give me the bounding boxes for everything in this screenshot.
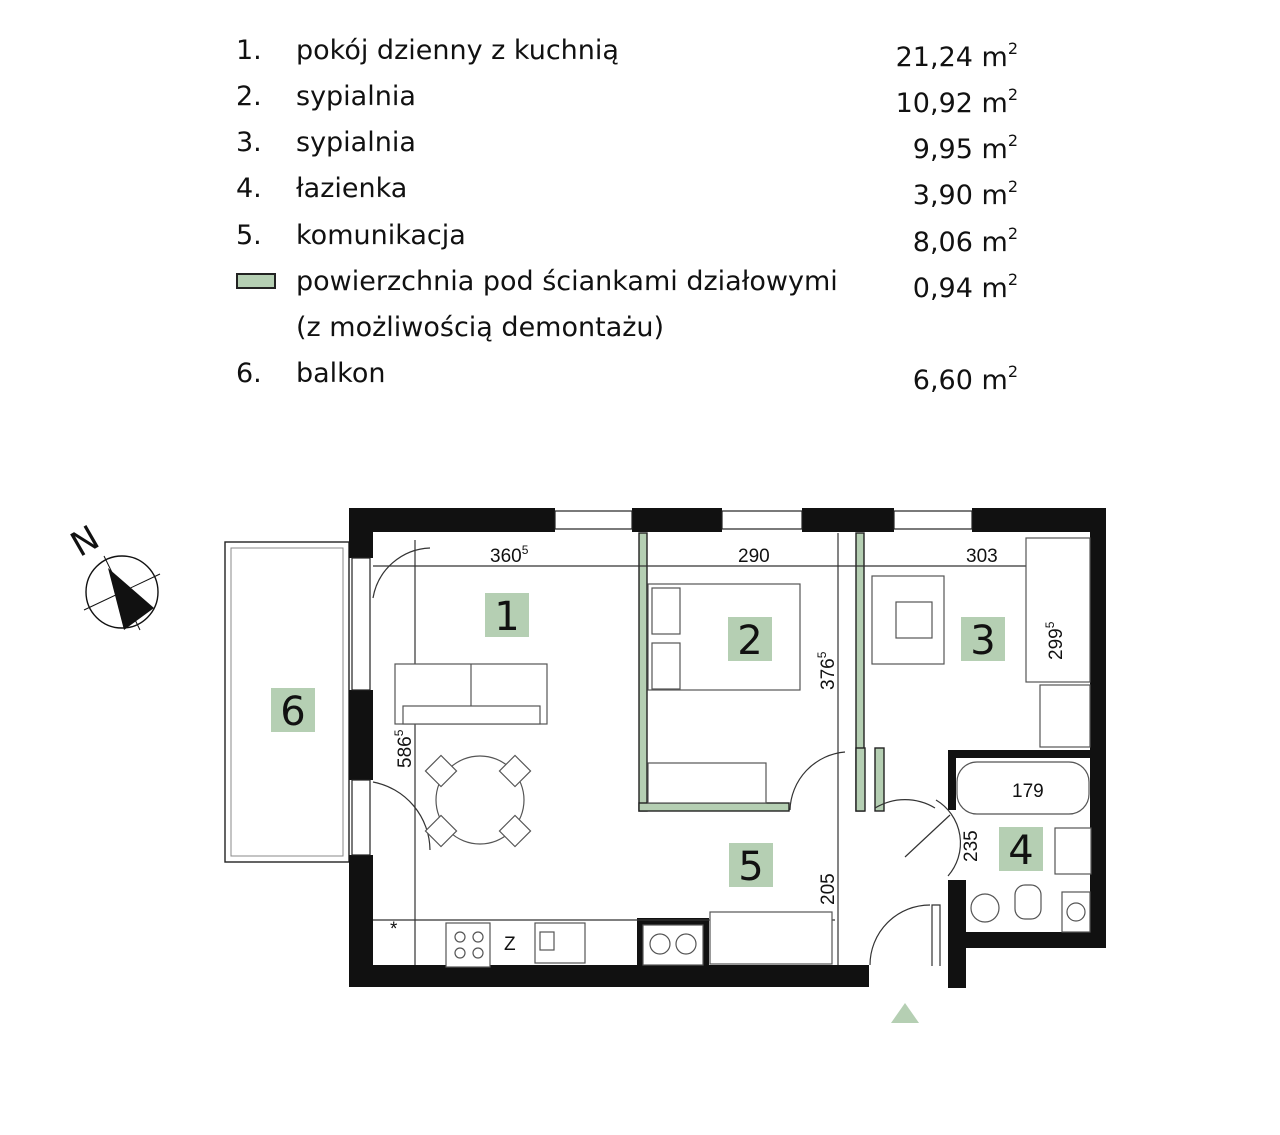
partition-walls	[638, 532, 885, 812]
legend-row-partition: powierzchnia pod ściankami działowymi 0,…	[0, 259, 1280, 305]
room-legend: 1. pokój dzienny z kuchnią 21,24 m2 2. s…	[0, 0, 1280, 410]
legend-row-4: 4. łazienka 3,90 m2	[0, 166, 1280, 212]
dim-235: 235	[961, 830, 982, 862]
legend-area: 10,92 m2	[895, 85, 1018, 119]
legend-name: komunikacja	[296, 220, 466, 251]
room-label-6: 6	[280, 689, 305, 735]
legend-number: 2.	[236, 81, 262, 112]
room-label-2: 2	[737, 618, 762, 664]
partition-swatch	[236, 273, 276, 289]
legend-number: 6.	[236, 358, 262, 389]
legend-name: sypialnia	[296, 127, 416, 158]
dim-179: 179	[1012, 781, 1044, 802]
dim-376: 3765	[815, 651, 839, 690]
room-label-3-bg	[961, 617, 1005, 661]
room-label-1-bg	[485, 593, 529, 637]
legend-area: 6,60 m2	[912, 362, 1018, 396]
legend-name: balkon	[296, 358, 386, 389]
room-label-5: 5	[738, 844, 763, 890]
dim-299: 2995	[1043, 621, 1067, 660]
furniture	[394, 537, 1092, 968]
legend-name: pokój dzienny z kuchnią	[296, 35, 619, 66]
dim-360: 3605	[490, 543, 529, 567]
legend-number: 1.	[236, 35, 262, 66]
room-label-4: 4	[1008, 828, 1033, 874]
legend-name: sypialnia	[296, 81, 416, 112]
legend-name: powierzchnia pod ściankami działowymi	[296, 266, 838, 297]
legend-area: 3,90 m2	[912, 177, 1018, 211]
legend-area: 0,94 m2	[912, 270, 1018, 304]
room-label-3: 3	[970, 618, 995, 664]
legend-area: 21,24 m2	[895, 39, 1018, 73]
legend-area: 8,06 m2	[912, 224, 1018, 258]
dim-586: 5865	[392, 729, 416, 768]
legend-row-1: 1. pokój dzienny z kuchnią 21,24 m2	[0, 28, 1280, 74]
dim-303: 303	[966, 546, 998, 567]
fridge-mark: Z	[504, 934, 516, 955]
legend-row-2: 2. sypialnia 10,92 m2	[0, 74, 1280, 120]
room-label-2-bg	[728, 617, 772, 661]
legend-note: (z możliwością demontażu)	[296, 312, 665, 343]
legend-row-3: 3. sypialnia 9,95 m2	[0, 120, 1280, 166]
room-label-5-bg	[729, 843, 773, 887]
dim-205: 205	[818, 873, 839, 905]
legend-area: 9,95 m2	[912, 131, 1018, 165]
legend-row-5: 5. komunikacja 8,06 m2	[0, 213, 1280, 259]
windows	[351, 510, 973, 856]
compass-letter: N	[64, 518, 106, 565]
legend-row-partition-note: (z możliwością demontażu)	[0, 305, 1280, 351]
room-label-4-bg	[999, 827, 1043, 871]
legend-row-6: 6. balkon 6,60 m2	[0, 351, 1280, 397]
star-mark: *	[390, 919, 398, 940]
compass-icon: N	[64, 518, 161, 631]
room-label-1: 1	[494, 594, 519, 640]
exterior-walls	[349, 508, 1106, 988]
legend-number: 5.	[236, 220, 262, 251]
legend-number: 4.	[236, 173, 262, 204]
legend-name: łazienka	[296, 173, 408, 204]
entrance-arrow-icon	[891, 1003, 919, 1023]
dimensions: 3605 290 303 179 3765 5865 2995 235 205 …	[390, 543, 1067, 955]
room-label-6-bg	[271, 688, 315, 732]
legend-number: 3.	[236, 127, 262, 158]
room-labels: 1 2 3 4 5 6	[271, 593, 1043, 890]
dim-290: 290	[738, 546, 770, 567]
